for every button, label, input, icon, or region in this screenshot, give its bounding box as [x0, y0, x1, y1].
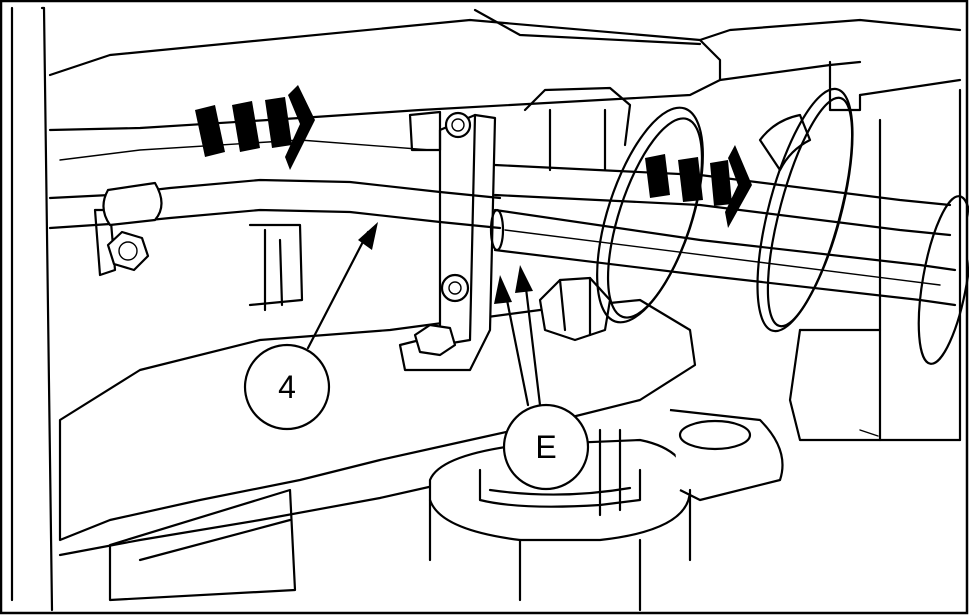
callout-E-label: E: [535, 429, 556, 465]
leader-E-arrowhead-2: [515, 265, 533, 293]
vertical-bracket: [398, 110, 497, 372]
leader-lines: [306, 222, 542, 407]
leader-4-arrowhead: [358, 222, 378, 250]
hose-clamp: [102, 181, 163, 227]
callout-4-label: 4: [278, 369, 296, 405]
left-bolt-head: [106, 230, 150, 272]
pivot-hub: [428, 408, 784, 612]
right-background-structure: [788, 60, 962, 442]
hose-4: [48, 178, 502, 230]
callout-4: 4: [243, 343, 331, 431]
left-frame-post: [10, 6, 54, 612]
callout-4-circle: [243, 343, 331, 431]
leader-E-arrowhead-1: [494, 275, 512, 304]
bracket-bolt-upper: [444, 111, 472, 139]
bracket-bolt-lower: [440, 273, 470, 303]
coil-loops: [596, 87, 969, 365]
callout-E-circle: [502, 403, 590, 491]
base-bolt: [413, 323, 457, 357]
left-mount-bracket: [93, 208, 304, 312]
callout-E: E: [502, 403, 590, 491]
flow-arrow-right: [645, 145, 752, 228]
main-arm-plate: [58, 298, 697, 602]
flow-arrow-upper-left: [195, 85, 315, 170]
